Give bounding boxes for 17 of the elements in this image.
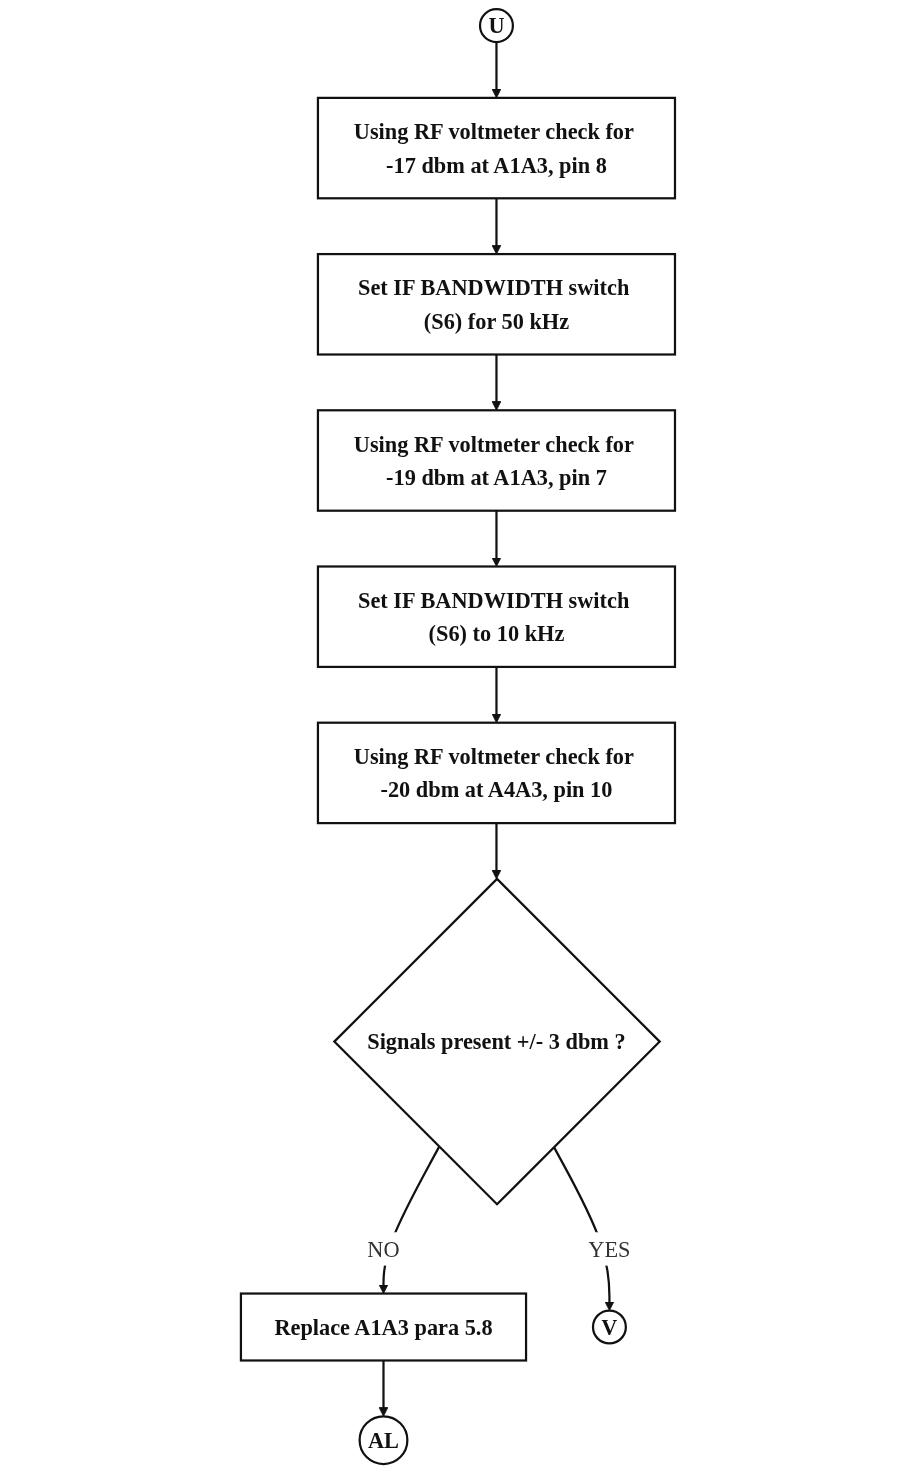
arrow (491, 354, 501, 411)
node-circle: AL (358, 1415, 409, 1466)
node-circle: V (591, 1309, 627, 1345)
edge-label: NO (366, 1236, 400, 1262)
node-circle: U (478, 8, 514, 44)
arrow (491, 823, 501, 880)
node-box: Using RF voltmeter check for -19 dbm at A1A3, pin 7 (316, 409, 676, 512)
arrow (491, 198, 501, 255)
node-box: Using RF voltmeter check for -20 dbm at A4A3, pin 10 (316, 721, 676, 825)
node-box: Set IF BANDWIDTH switch (S6) for 50 kHz (316, 252, 676, 356)
arrow (491, 510, 501, 567)
node-box: Replace A1A3 para 5.8 (239, 1292, 527, 1362)
edge-label: YES (587, 1236, 631, 1262)
node-box: Using RF voltmeter check for -17 dbm at A1A3, pin 8 (316, 96, 676, 200)
node-box: Set IF BANDWIDTH switch (S6) to 10 kHz (316, 565, 676, 669)
arrow (378, 1360, 388, 1417)
node-diamond: Signals present +/- 3 dbm ? (332, 877, 661, 1206)
